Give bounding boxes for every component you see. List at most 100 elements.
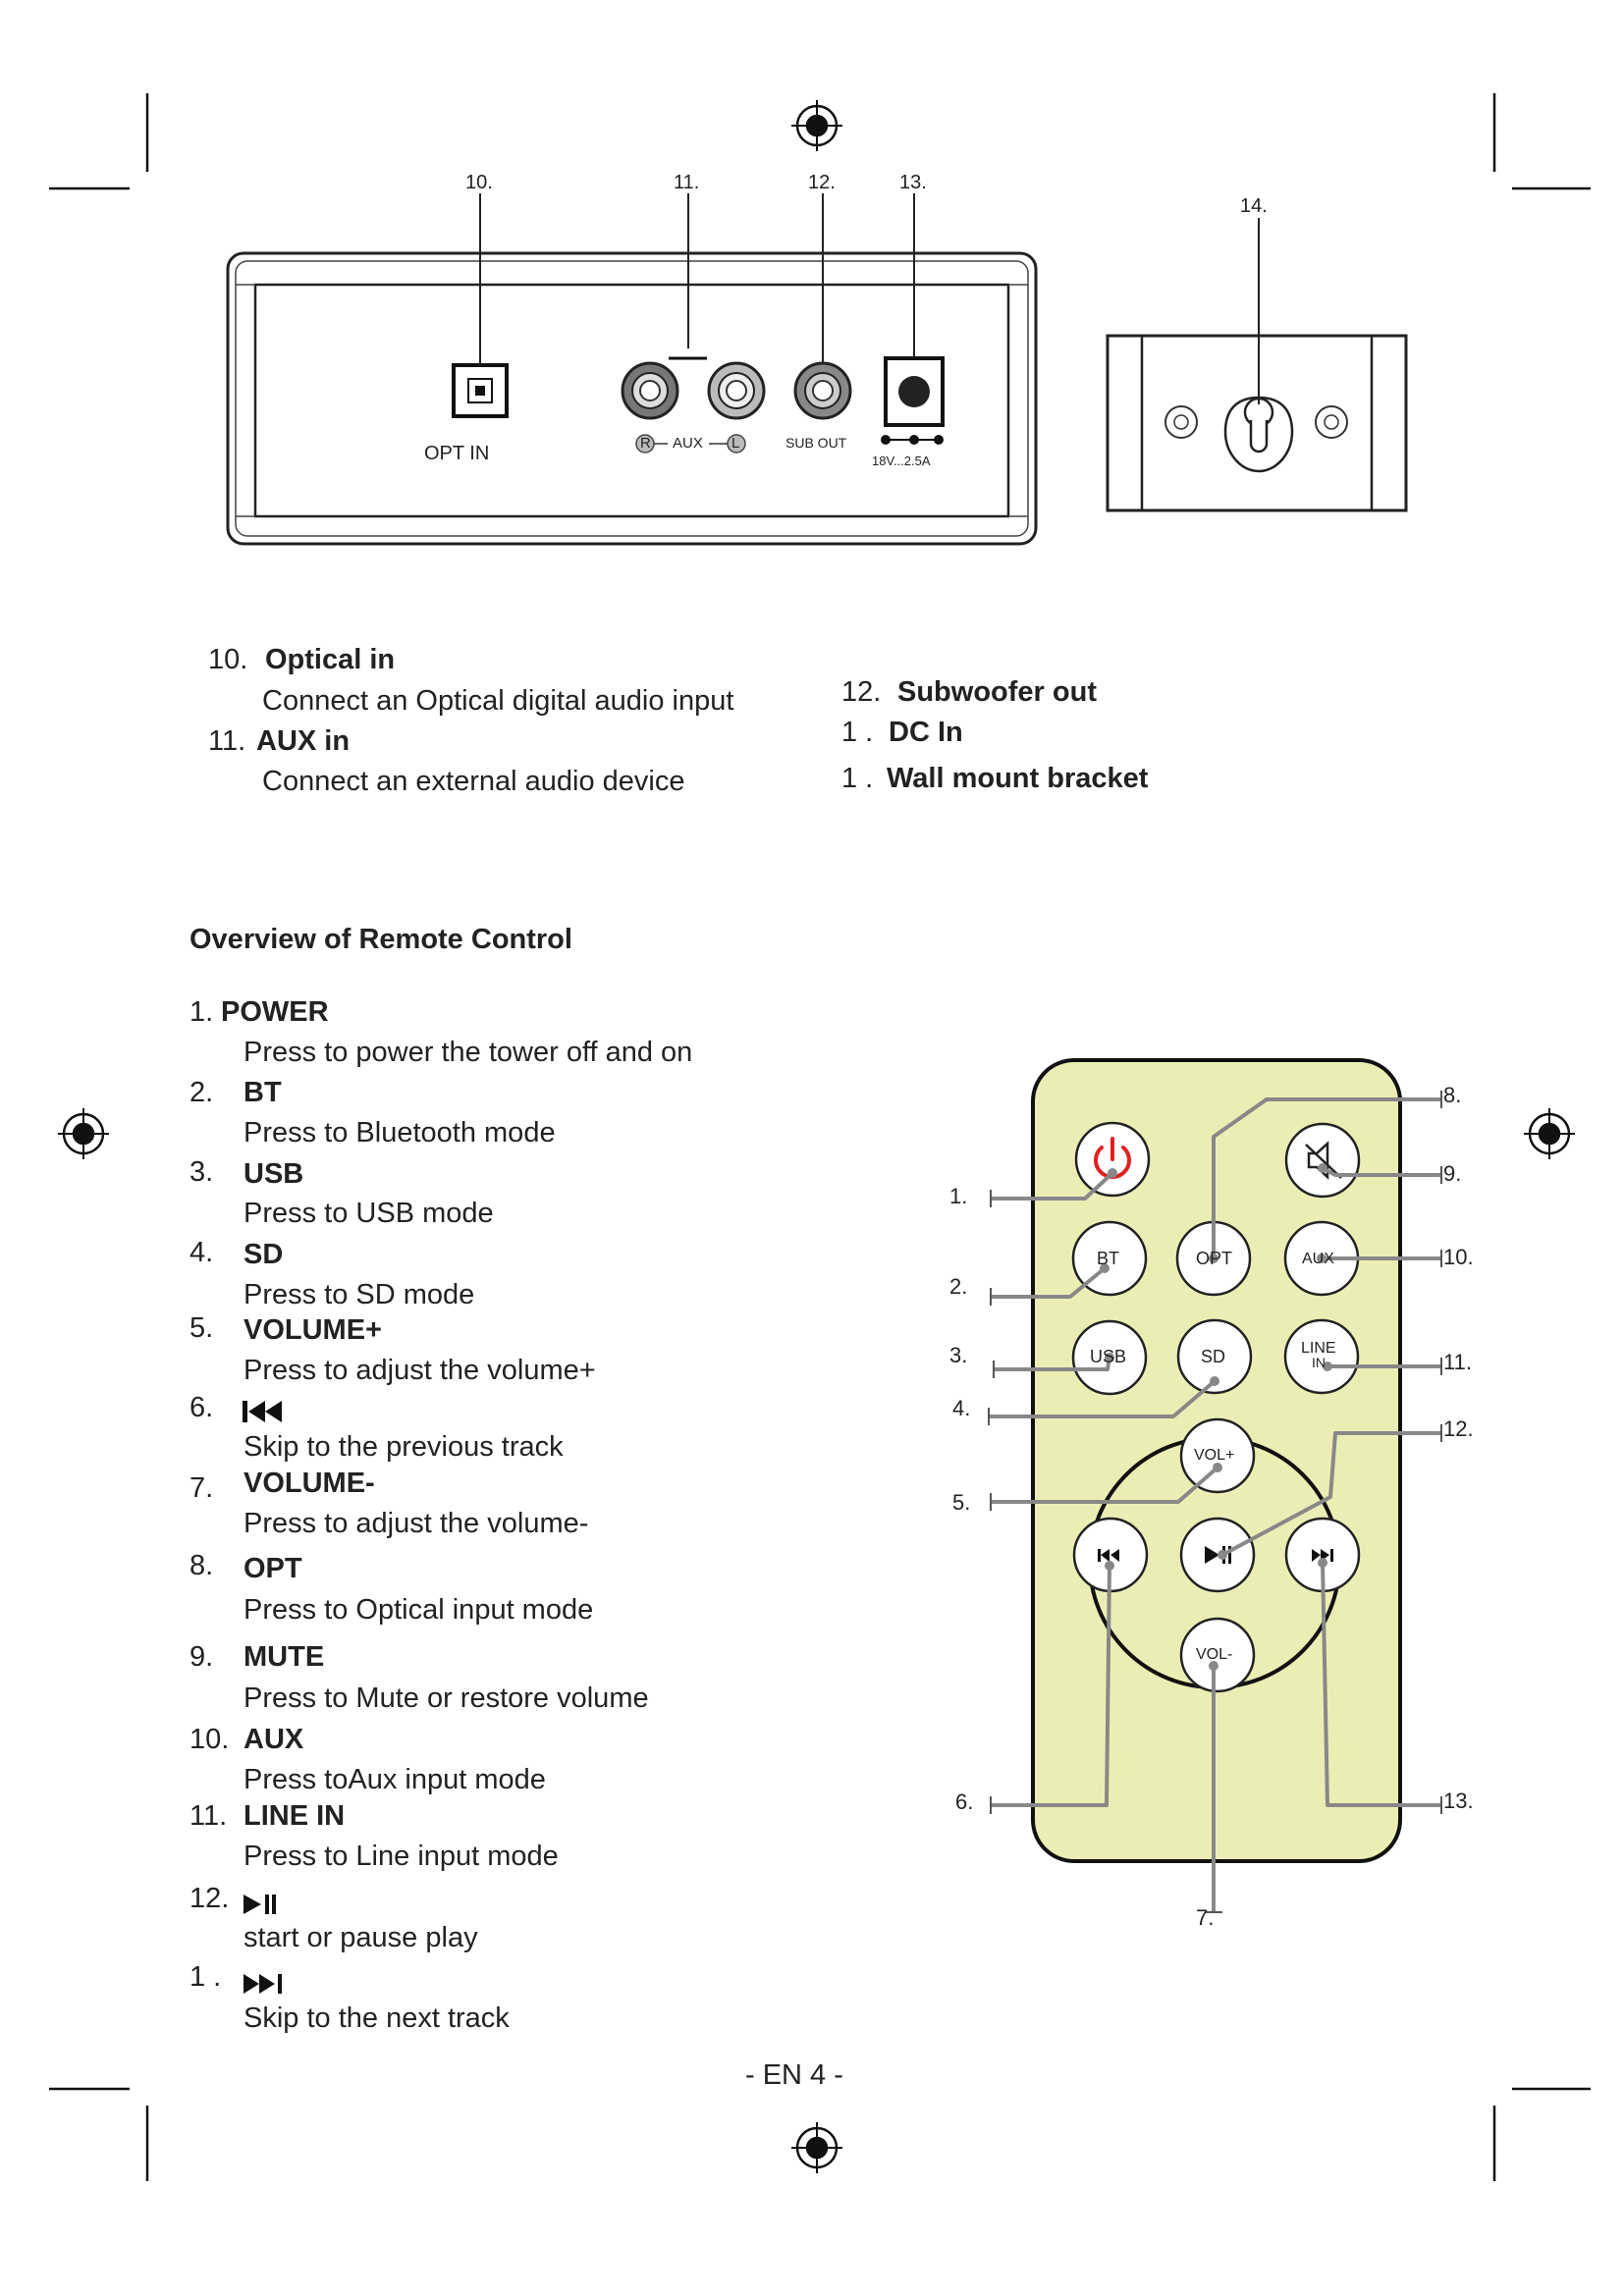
dc-rating-label: 18V...2.5A bbox=[872, 454, 931, 468]
remote-control-diagram bbox=[988, 1058, 1442, 1913]
port-item-14-number: 1 . bbox=[841, 763, 874, 794]
remote-item-8-desc: Press to Optical input mode bbox=[244, 1594, 594, 1626]
optical-port bbox=[452, 363, 509, 418]
remote-item-12-number: 12. bbox=[189, 1883, 230, 1914]
remote-section-heading: Overview of Remote Control bbox=[189, 924, 572, 955]
remote-item-11-number: 11. bbox=[189, 1800, 228, 1832]
port-item-12-title: Subwoofer out bbox=[897, 676, 1097, 708]
remote-item-3-title: USB bbox=[244, 1158, 304, 1190]
callout-12: 12. bbox=[808, 172, 836, 193]
remote-item-9-desc: Press to Mute or restore volume bbox=[244, 1682, 649, 1714]
remote-line-in-label-1: LINE bbox=[1301, 1340, 1336, 1357]
remote-item-3-desc: Press to USB mode bbox=[244, 1198, 494, 1229]
previous-track-icon bbox=[243, 1401, 282, 1422]
remote-callout-5: 5. bbox=[952, 1490, 971, 1515]
remote-item-2-number: 2. bbox=[189, 1077, 214, 1108]
port-item-11-title: AUX in bbox=[256, 725, 351, 757]
remote-item-12-desc: start or pause play bbox=[244, 1922, 478, 1953]
remote-callout-3: 3. bbox=[949, 1343, 968, 1367]
next-track-icon bbox=[244, 1974, 282, 1994]
vol-minus-button bbox=[1179, 1617, 1256, 1693]
page-number: - EN 4 - bbox=[745, 2059, 843, 2091]
callout-14: 14. bbox=[1240, 195, 1268, 217]
remote-vol-plus-label: VOL+ bbox=[1194, 1447, 1235, 1464]
remote-item-2-title: BT bbox=[244, 1077, 282, 1108]
remote-callout-2: 2. bbox=[949, 1274, 968, 1299]
port-item-10-number: 10. bbox=[208, 644, 248, 675]
remote-item-7-desc: Press to adjust the volume- bbox=[244, 1508, 589, 1539]
remote-item-6-number: 6. bbox=[189, 1392, 214, 1423]
sub-out-label: SUB OUT bbox=[785, 435, 847, 451]
remote-item-4-number: 4. bbox=[189, 1237, 214, 1268]
remote-item-5-number: 5. bbox=[189, 1312, 214, 1344]
port-item-12-number: 12. bbox=[841, 676, 882, 708]
remote-aux-label: AUX bbox=[1302, 1251, 1334, 1267]
remote-item-4-title: SD bbox=[244, 1239, 284, 1270]
remote-item-8-number: 8. bbox=[189, 1550, 214, 1581]
aux-r-jack bbox=[621, 361, 679, 420]
registration-mark-top bbox=[791, 100, 842, 151]
remote-item-9-number: 9. bbox=[189, 1641, 214, 1673]
port-item-14-title: Wall mount bracket bbox=[887, 763, 1149, 794]
remote-prev-icon bbox=[1098, 1549, 1119, 1562]
wall-mount-bracket bbox=[1106, 334, 1408, 512]
registration-mark-bottom bbox=[791, 2122, 842, 2173]
remote-item-1-desc: Press to power the tower off and on bbox=[244, 1037, 693, 1068]
remote-item-10-title: AUX bbox=[244, 1724, 304, 1755]
remote-sd-label: SD bbox=[1201, 1347, 1226, 1366]
remote-item-5-title: VOLUME+ bbox=[244, 1314, 382, 1346]
registration-mark-right bbox=[1524, 1108, 1575, 1159]
remote-item-13-desc: Skip to the next track bbox=[244, 2002, 510, 2034]
aux-r-label: R bbox=[640, 435, 651, 452]
mute-icon bbox=[1305, 1141, 1342, 1180]
remote-opt-label: OPT bbox=[1196, 1249, 1233, 1268]
port-item-10-title: Optical in bbox=[265, 644, 396, 675]
port-item-10-desc: Connect an Optical digital audio input bbox=[262, 685, 734, 717]
line-in-button bbox=[1283, 1318, 1360, 1395]
sub-out-jack bbox=[793, 361, 852, 420]
aux-l-label: L bbox=[731, 435, 740, 452]
remote-callout-12: 12. bbox=[1443, 1416, 1474, 1441]
remote-item-6-desc: Skip to the previous track bbox=[244, 1431, 564, 1463]
remote-line-in-label-2: IN bbox=[1312, 1355, 1326, 1370]
remote-item-1-number: 1. bbox=[189, 996, 214, 1028]
remote-callout-10: 10. bbox=[1443, 1245, 1474, 1269]
port-item-11-desc: Connect an external audio device bbox=[262, 766, 685, 797]
remote-bt-label: BT bbox=[1097, 1249, 1120, 1268]
rear-panel-diagram bbox=[226, 193, 1408, 546]
callout-11: 11. bbox=[674, 172, 700, 193]
sd-button bbox=[1176, 1318, 1253, 1395]
remote-item-10-number: 10. bbox=[189, 1724, 230, 1755]
remote-item-13-number: 1 . bbox=[189, 1961, 222, 1993]
remote-usb-label: USB bbox=[1090, 1347, 1127, 1366]
remote-callout-1: 1. bbox=[949, 1184, 968, 1208]
dc-jack bbox=[884, 356, 945, 427]
opt-in-label: OPT IN bbox=[424, 443, 490, 464]
callout-13: 13. bbox=[899, 172, 927, 193]
remote-callout-7: 7. bbox=[1196, 1905, 1215, 1930]
remote-vol-minus-label: VOL- bbox=[1196, 1646, 1233, 1663]
remote-item-2-desc: Press to Bluetooth mode bbox=[244, 1117, 556, 1148]
remote-callout-9: 9. bbox=[1443, 1161, 1462, 1186]
remote-callout-4: 4. bbox=[952, 1396, 971, 1420]
remote-item-3-number: 3. bbox=[189, 1156, 214, 1188]
bt-button bbox=[1071, 1220, 1148, 1297]
remote-callout-13: 13. bbox=[1443, 1789, 1474, 1813]
remote-item-7-number: 7. bbox=[189, 1472, 214, 1504]
play-pause-icon bbox=[244, 1895, 276, 1914]
vol-plus-button bbox=[1179, 1417, 1256, 1494]
remote-callout-11: 11. bbox=[1443, 1350, 1472, 1374]
callout-10: 10. bbox=[465, 172, 493, 193]
port-item-13-title: DC In bbox=[889, 717, 963, 748]
remote-item-1-title: POWER bbox=[221, 996, 329, 1028]
remote-item-8-title: OPT bbox=[244, 1553, 302, 1584]
remote-item-4-desc: Press to SD mode bbox=[244, 1279, 475, 1310]
remote-item-9-title: MUTE bbox=[244, 1641, 325, 1673]
remote-item-5-desc: Press to adjust the volume+ bbox=[244, 1355, 596, 1386]
registration-mark-left bbox=[58, 1108, 109, 1159]
remote-item-10-desc: Press toAux input mode bbox=[244, 1764, 546, 1795]
remote-item-11-title: LINE IN bbox=[244, 1800, 346, 1832]
port-item-11-number: 11. bbox=[208, 725, 246, 757]
remote-callout-8: 8. bbox=[1443, 1083, 1462, 1107]
